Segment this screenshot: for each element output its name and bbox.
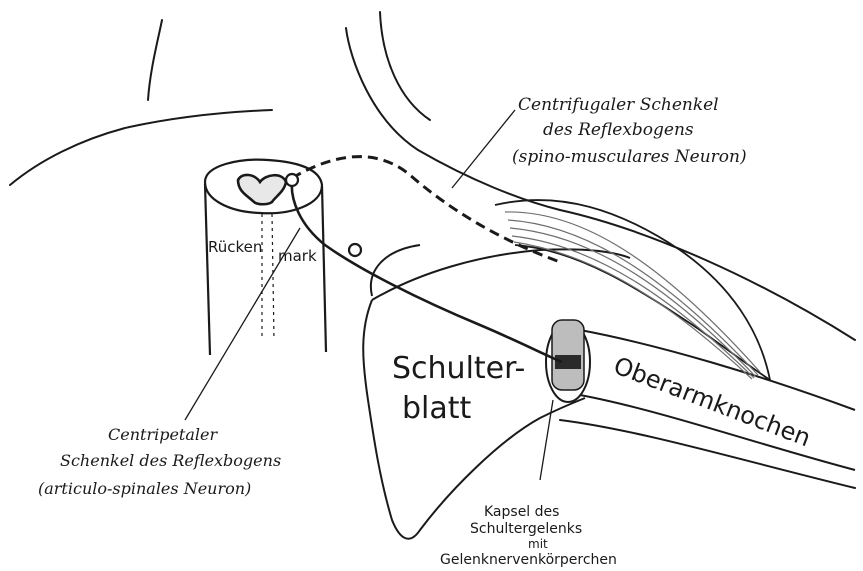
afferent-label-line-1: Centripetaler [108,425,218,444]
joint-capsule [552,320,584,390]
muscle-fiber-2 [508,220,758,375]
capsule-label-line-2: Schultergelenks [470,521,582,537]
afferent-label-line-3: (articulo-spinales Neuron) [38,479,251,498]
efferent-label-line-3: (spino-musculares Neuron) [512,147,747,167]
efferent-label-line-2: des Reflexbogens [543,120,694,140]
spinal-cord-label-b: mark [278,247,317,265]
efferent-nerve-fiber [292,157,560,262]
efferent-label-line-1: Centrifugaler Schenkel [518,95,719,115]
capsule-label-line-4: Gelenknervenkörperchen [440,552,617,568]
neck-left-line [148,20,162,100]
efferent-pointer [452,110,515,188]
neck-inner-line [380,12,430,120]
capsule-label-line-3: mit [528,537,548,551]
spinal-cord-inner-line-2 [272,214,274,340]
capsule-label-line-1: Kapsel des [484,504,559,520]
arm-top-contour [560,210,855,340]
scapula-label-line-2: blatt [402,391,472,426]
muscle-outline-top [495,200,770,380]
scapula-label-line-1: Schulter- [392,351,525,386]
neck-right-line [346,28,560,210]
spinal-cord-right-edge [322,186,326,352]
afferent-label-line-2: Schenkel des Reflexbogens [60,451,281,470]
spinal-ganglion-cell-body [349,244,361,256]
humerus-label: Oberarmknochen [610,351,815,452]
motor-neuron-cell-body [286,174,298,186]
afferent-nerve-fiber [292,180,562,362]
capsule-pointer [540,400,553,480]
spinal-cord-left-edge [205,184,210,355]
shoulder-muscle [495,200,770,380]
spinal-cord-label-a: Rücken [208,238,262,256]
